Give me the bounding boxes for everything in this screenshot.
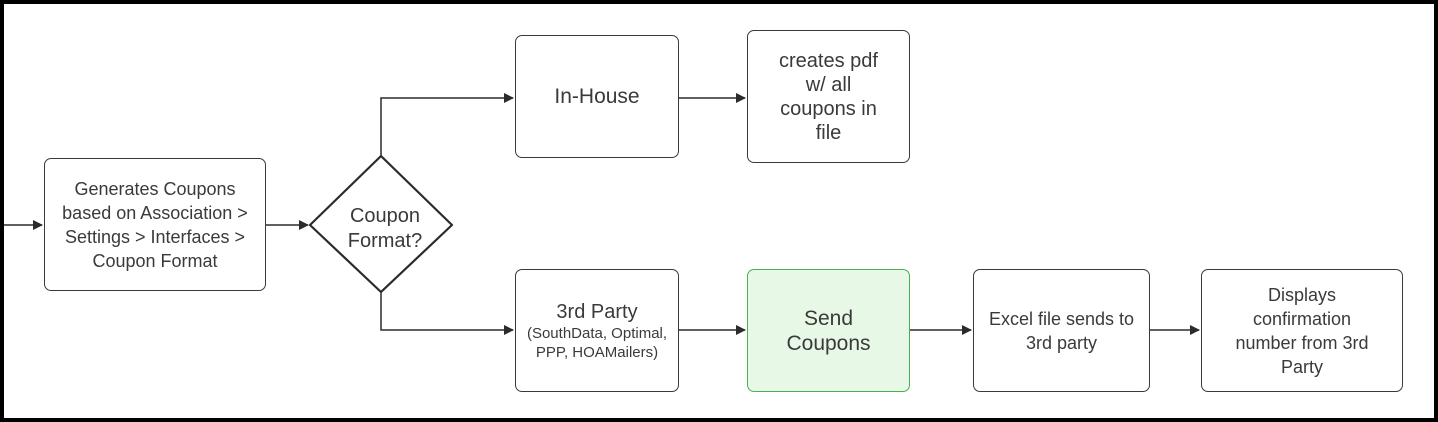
displays-confirmation-label: Displays confirmation number from 3rd Pa… [1235,284,1369,377]
third-party-node[interactable]: 3rd Party (SouthData, Optimal, PPP, HOAM… [515,269,679,392]
generate-coupons-label: Generates Coupons based on Association >… [62,178,248,271]
generate-coupons-node[interactable]: Generates Coupons based on Association >… [44,158,266,291]
arrow-decision-to-third-party [380,292,514,335]
third-party-text: 3rd Party (SouthData, Optimal, PPP, HOAM… [516,300,678,362]
arrow-decision-to-in-house [380,93,514,156]
displays-confirmation-node[interactable]: Displays confirmation number from 3rd Pa… [1201,269,1403,392]
connectors-layer [4,93,1200,335]
decision-label: Coupon Format? [347,205,423,252]
third-party-vendors: (SouthData, Optimal, PPP, HOAMailers) [526,324,668,361]
excel-file-label: Excel file sends to 3rd party [988,308,1135,353]
excel-file-node[interactable]: Excel file sends to 3rd party [973,269,1150,392]
send-coupons-node[interactable]: Send Coupons [747,269,910,392]
in-house-label: In-House [554,85,640,108]
third-party-title: 3rd Party [556,300,638,323]
creates-pdf-node[interactable]: creates pdf w/ all coupons in file [747,30,910,163]
send-coupons-label: Send Coupons [786,306,871,355]
in-house-node[interactable]: In-House [515,35,679,158]
creates-pdf-label: creates pdf w/ all coupons in file [779,49,878,144]
